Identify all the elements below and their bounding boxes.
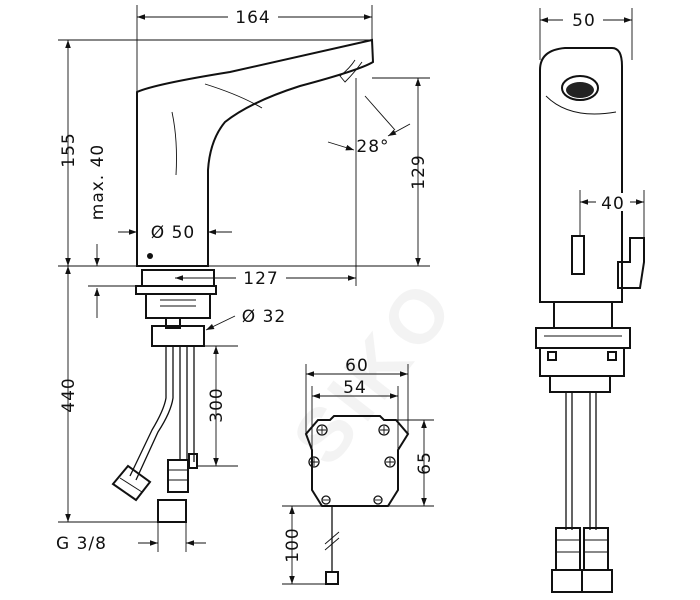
dim-max-40: max. 40 (88, 144, 108, 220)
dim-side-width: 50 (572, 11, 596, 31)
dim-angle: 28° (356, 137, 389, 157)
dim-cable-300: 300 (207, 387, 227, 422)
dim-base-diameter: Ø 50 (151, 223, 195, 243)
dim-side-40: 40 (601, 194, 625, 214)
dim-spout-reach: 164 (235, 8, 270, 28)
dim-box-65: 65 (415, 451, 435, 475)
control-box-view: 60 54 65 100 (282, 356, 435, 585)
dim-box-60: 60 (345, 356, 369, 376)
dim-connection: G 3/8 (56, 534, 107, 554)
dim-cable-100: 100 (283, 527, 303, 562)
dim-spout-height: 129 (409, 154, 429, 189)
dim-hose-length: 440 (59, 377, 79, 412)
dim-box-54: 54 (343, 378, 367, 398)
faucet-front-view: 164 155 max. 40 Ø 50 129 28° 127 Ø (56, 5, 430, 554)
dim-thread-diameter: Ø 32 (242, 307, 286, 327)
faucet-side-view: 50 40 (535, 8, 645, 593)
dim-total-height: 155 (59, 132, 79, 167)
dim-reach-127: 127 (243, 269, 278, 289)
